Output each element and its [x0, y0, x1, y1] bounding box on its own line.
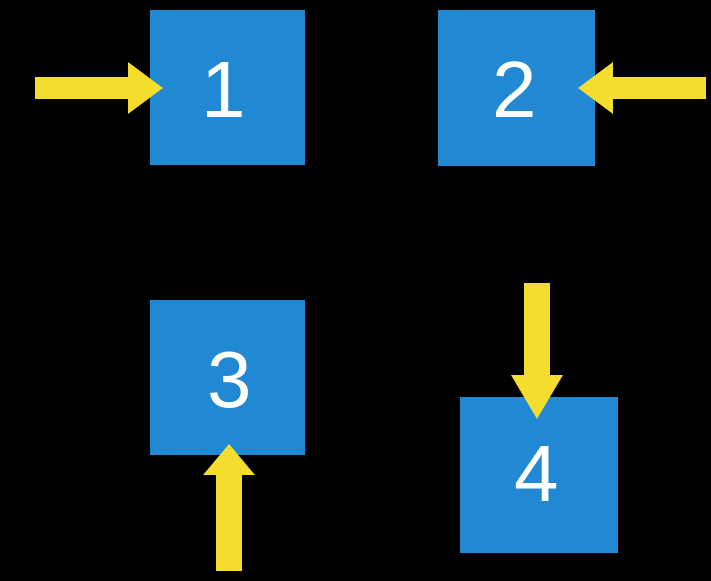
arrow-into-2 — [578, 62, 706, 114]
arrow-into-1 — [35, 62, 163, 114]
node-label-2: 2 — [492, 45, 537, 134]
node-box-3[interactable] — [150, 300, 305, 455]
arrow-up-icon — [203, 444, 255, 571]
node-label-1: 1 — [201, 45, 246, 134]
arrow-left-icon — [578, 62, 706, 114]
node-box-2[interactable] — [438, 10, 595, 166]
node-label-4: 4 — [514, 429, 559, 518]
arrow-down-icon — [511, 283, 563, 419]
node-box-1[interactable] — [150, 10, 305, 165]
arrow-into-3 — [203, 444, 255, 571]
arrow-right-icon — [35, 62, 163, 114]
arrow-into-4 — [511, 283, 563, 419]
node-label-3: 3 — [207, 335, 252, 424]
node-box-4[interactable] — [460, 397, 618, 553]
